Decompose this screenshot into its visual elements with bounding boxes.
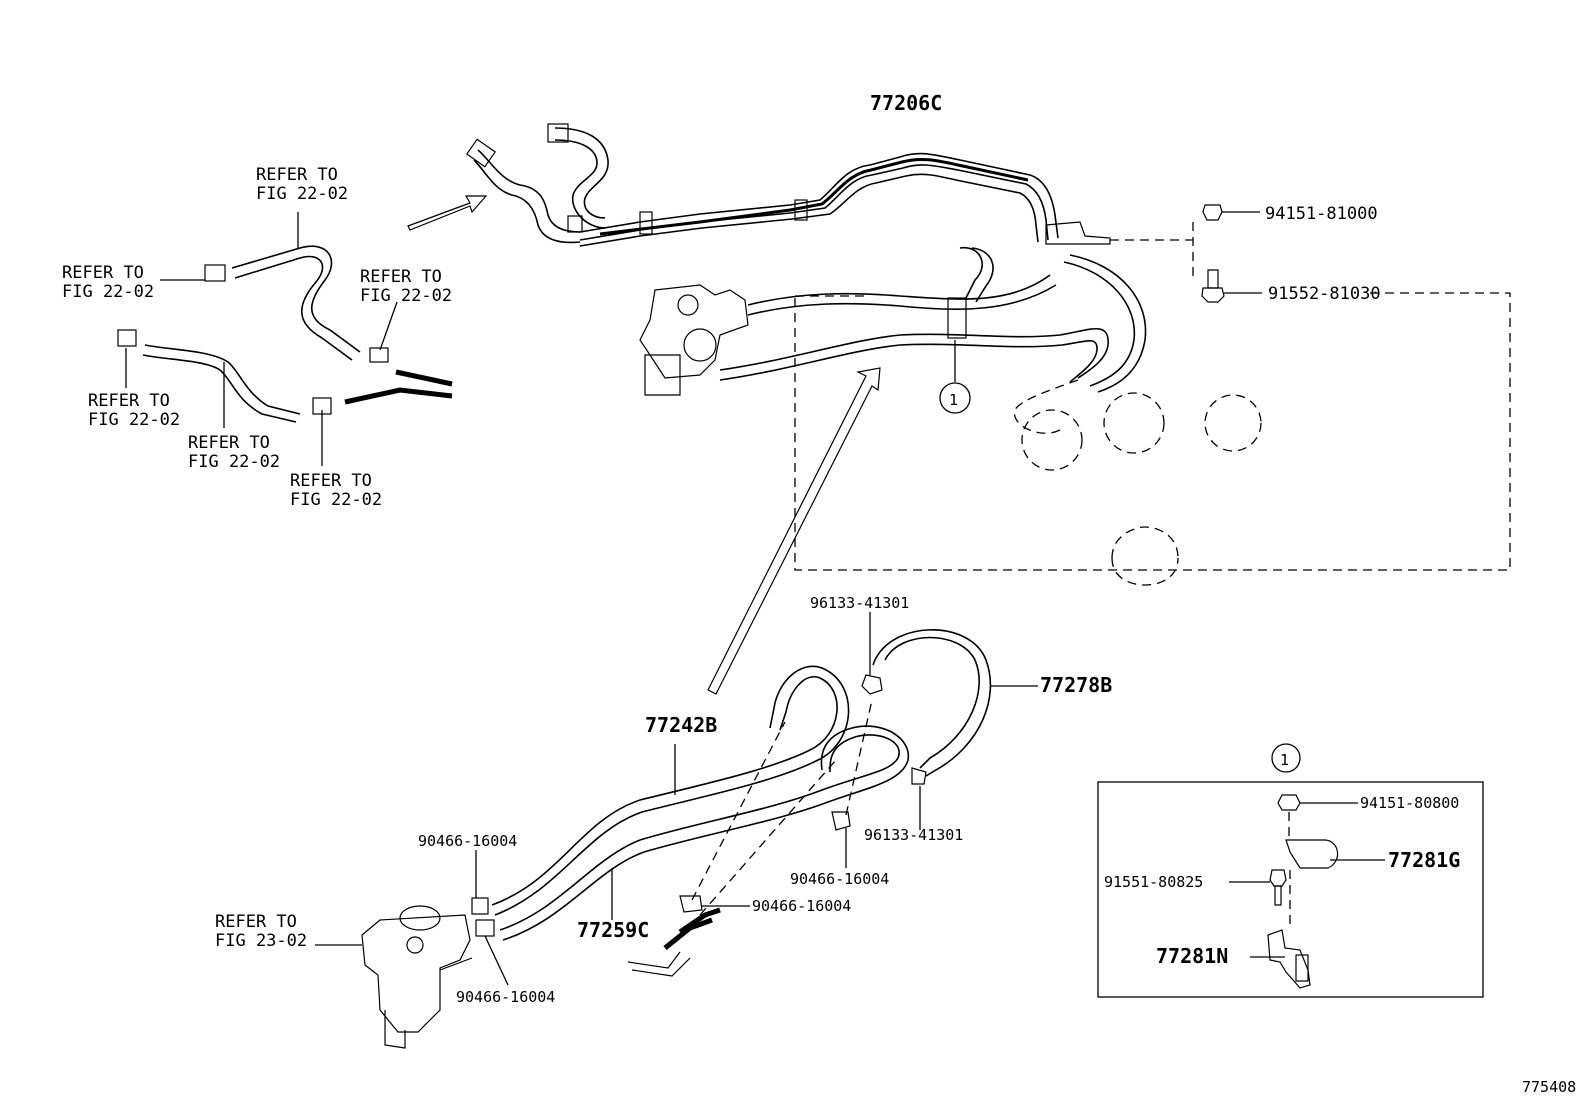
label-77281G: 77281G	[1388, 848, 1460, 872]
label-90466-16004-b: 90466-16004	[456, 988, 555, 1006]
label-91552-81030: 91552-81030	[1268, 284, 1381, 304]
ref-e-line1: REFER TO	[188, 433, 270, 453]
clamp-90466-16004-d	[679, 895, 750, 913]
ref-b-line1: REFER TO	[62, 263, 144, 283]
label-77259C: 77259C	[577, 918, 649, 942]
ref-a-line1: REFER TO	[256, 165, 338, 185]
hose-end-stubs	[627, 907, 721, 977]
ref-b-line2: FIG 22-02	[62, 282, 154, 302]
clamp-90466-16004-c	[831, 811, 851, 868]
label-77242B: 77242B	[645, 713, 717, 737]
ref-d-line2: FIG 22-02	[88, 410, 180, 430]
dashed-clamp-leaders	[691, 699, 873, 916]
ref-c-line1: REFER TO	[360, 267, 442, 287]
callout-1-detail-text: 1	[1280, 751, 1289, 769]
label-90466-16004-d: 90466-16004	[752, 897, 851, 915]
clamp-96133-41301-bottom	[911, 767, 927, 830]
detail-box: 1	[1097, 743, 1484, 998]
callout-1-text: 1	[949, 391, 958, 409]
pointer-arrow-top	[407, 195, 488, 231]
labels: 77206C 94151-81000 91552-81030 REFER TO …	[62, 91, 1576, 1096]
label-96133-41301-bottom: 96133-41301	[864, 826, 963, 844]
label-91551-80825: 91551-80825	[1104, 873, 1203, 891]
clamp-96133-41301-top	[861, 612, 883, 695]
pointer-arrow-long	[707, 367, 881, 695]
ref-g-line2: FIG 23-02	[215, 931, 307, 951]
callout-1-top: 1	[939, 340, 971, 414]
fastener-91552-81030	[1201, 269, 1262, 303]
canister-assembly	[639, 247, 1262, 586]
hose-77278B	[872, 629, 1038, 777]
dashed-reference-box	[794, 222, 1511, 571]
label-90466-16004-c: 90466-16004	[790, 870, 889, 888]
label-77278B: 77278B	[1040, 673, 1112, 697]
hose-77259C	[499, 725, 910, 941]
label-77206C: 77206C	[870, 91, 942, 115]
ref-a-line2: FIG 22-02	[256, 184, 348, 204]
ref-g-line1: REFER TO	[215, 912, 297, 932]
ref-f-line1: REFER TO	[290, 471, 372, 491]
fuel-line-assembly-77206C	[465, 123, 1111, 247]
fastener-94151-81000	[1202, 204, 1260, 221]
fuel-filter-assembly	[315, 850, 509, 1049]
label-96133-41301-top: 96133-41301	[810, 594, 909, 612]
label-94151-80800: 94151-80800	[1360, 794, 1459, 812]
ref-c-line2: FIG 22-02	[360, 286, 452, 306]
ref-d-line1: REFER TO	[88, 391, 170, 411]
hose-77242B	[491, 665, 850, 916]
ref-f-line2: FIG 22-02	[290, 490, 382, 510]
label-77281N: 77281N	[1156, 944, 1228, 968]
ref-e-line2: FIG 22-02	[188, 452, 280, 472]
label-90466-16004-a: 90466-16004	[418, 832, 517, 850]
left-hose-group	[117, 212, 453, 466]
label-94151-81000: 94151-81000	[1265, 204, 1378, 224]
figure-id: 775408	[1522, 1078, 1576, 1096]
